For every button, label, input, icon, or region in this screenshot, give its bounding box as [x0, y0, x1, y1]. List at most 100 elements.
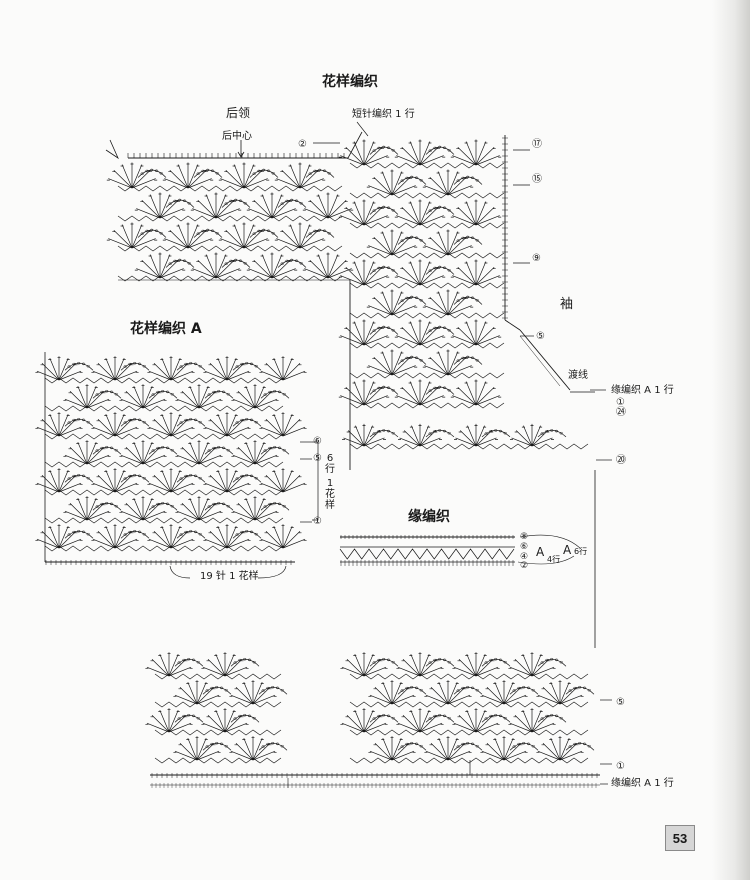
yoke-left-block-arc [305, 229, 335, 238]
bottom-left-block-arc [174, 658, 204, 667]
pattern-a-block-fan [35, 468, 83, 493]
pattern-a-block-spikes [44, 517, 284, 524]
sleeve-join [504, 319, 521, 331]
row-marker-bottom-5: ⑤ [616, 697, 625, 708]
yoke-left-block-arc [165, 259, 195, 268]
edging-bracket-a [519, 534, 581, 549]
yoke-right-block-fan [338, 139, 390, 166]
row-repeat-label-1: 6 [326, 453, 334, 464]
short-row-pointer [356, 121, 369, 137]
pattern-a-block-fan [119, 440, 167, 465]
edging-a-label-2: A [563, 543, 572, 557]
body-right-block-arc-chains [372, 429, 395, 435]
repeat-stitches-label: 19 针 1 花样 [200, 571, 259, 582]
back-neck-label: 后领 [226, 106, 251, 120]
yoke-right-block-fan [450, 199, 502, 226]
pattern-a-block-spikes [44, 489, 284, 496]
yoke-right-block-arc-chains [400, 295, 423, 302]
yoke-right-block-spikes [349, 192, 505, 199]
body-right-block-fan [342, 423, 386, 447]
bottom-right-block-arc-chains [512, 685, 535, 692]
bottom-left-block-spikes [154, 701, 282, 708]
yoke-right-block-arc [369, 146, 399, 155]
yoke-right-block-arc-chains [456, 355, 479, 362]
yoke-right-block-arc [425, 266, 455, 275]
yoke-right-block-arc [453, 296, 483, 305]
edging-a-row-label-bottom: 缘编织 A 1 行 [611, 778, 674, 789]
pattern-a-block-arc [260, 502, 290, 511]
body-right-block-fan [454, 423, 498, 447]
bottom-left-block-arc-chains [177, 657, 200, 664]
yoke-right-block-fan [366, 169, 418, 196]
bottom-left-block-fan [173, 680, 221, 705]
pattern-a-block-arc-chains [179, 361, 202, 368]
bottom-left-block-arc [174, 714, 204, 723]
yoke-left-block-arc [165, 199, 195, 208]
yoke-left-block-arc-chains [196, 228, 219, 235]
yoke-right-block-arc-chains [428, 385, 451, 392]
pattern-a-block-fan [63, 384, 111, 409]
pattern-a-block-fan [91, 412, 139, 437]
pattern-a-block-fan [231, 496, 279, 521]
yoke-right-block-arc-chains [372, 385, 395, 392]
bottom-left-block-arc [230, 714, 260, 723]
pattern-a-block-arc-chains [123, 361, 146, 368]
yoke-right-block-spikes [349, 282, 505, 289]
bottom-left-block-arc [258, 686, 288, 695]
pattern-a-block-fan [91, 356, 139, 381]
bottom-right-block-arc [537, 658, 567, 667]
yoke-right-block-arc [453, 356, 483, 365]
yoke-left-block-arc [221, 259, 251, 268]
pattern-a-block-spikes [44, 545, 284, 552]
crossing-line-label: 渡线 [568, 370, 588, 381]
edging-rows-label-2: 6行 [574, 547, 588, 556]
row-marker-9: ⑨ [532, 253, 541, 264]
edging-stitch-ticks [340, 535, 514, 566]
pattern-a-block-arc [64, 530, 94, 539]
back-center-arrowhead [237, 151, 245, 158]
yoke-right-block-arc [453, 176, 483, 185]
pattern-a-block-arc-chains [263, 389, 286, 396]
yoke-right-block-fan [422, 349, 474, 376]
pattern-a-block-arc [176, 530, 206, 539]
pattern-a-block-arc [64, 418, 94, 427]
yoke-right-block-arc [425, 326, 455, 335]
yoke-left-block-fan [106, 222, 158, 249]
yoke-left-block-arc [137, 169, 167, 178]
yoke-right-block-arc [369, 386, 399, 395]
neck-left-corner [105, 139, 119, 160]
edging-title: 缘编织 [408, 509, 450, 525]
pattern-a-block-arc [92, 390, 122, 399]
yoke-right-block-fan [422, 229, 474, 256]
bottom-left-block-arc-chains [233, 657, 256, 664]
pattern-a-block-fan [147, 468, 195, 493]
yoke-left-block-fan [134, 192, 186, 219]
pattern-a-block-fan [259, 524, 307, 549]
bottom-right-block-arc [425, 658, 455, 667]
pattern-a-block-fan [147, 412, 195, 437]
yoke-right-block-fan [450, 319, 502, 346]
pattern-a-block-arc-chains [67, 417, 90, 424]
book-binding-shadow [712, 0, 750, 880]
yoke-left-block-arc-chains [140, 168, 163, 175]
repeat-bracket-left [169, 565, 191, 579]
bottom-left-block-fan [229, 736, 277, 761]
bottom-right-block-fan [536, 736, 584, 761]
pattern-a-block-spikes [44, 461, 284, 468]
row-marker-5: ⑤ [536, 331, 545, 342]
yoke-right-block-arc [425, 386, 455, 395]
edging-a-label-1: A [536, 545, 545, 559]
yoke-left-block-fan [106, 162, 158, 189]
pattern-a-block-arc-chains [67, 473, 90, 480]
yoke-left-block-arc-chains [168, 198, 191, 205]
pattern-a-block-arc-chains [151, 445, 174, 452]
pattern-a-title: 花样编织 A [130, 321, 202, 337]
bottom-left-block-spikes [154, 673, 282, 680]
pattern-a-block-arc [120, 474, 150, 483]
pattern-a-block-fan [259, 356, 307, 381]
yoke-left-block-fan [246, 192, 298, 219]
bottom-right-block-fan [508, 708, 556, 733]
edging-rows-label-1: 4行 [547, 555, 561, 564]
pattern-a-block-fan [35, 412, 83, 437]
bottom-left-block-fan [145, 708, 193, 733]
